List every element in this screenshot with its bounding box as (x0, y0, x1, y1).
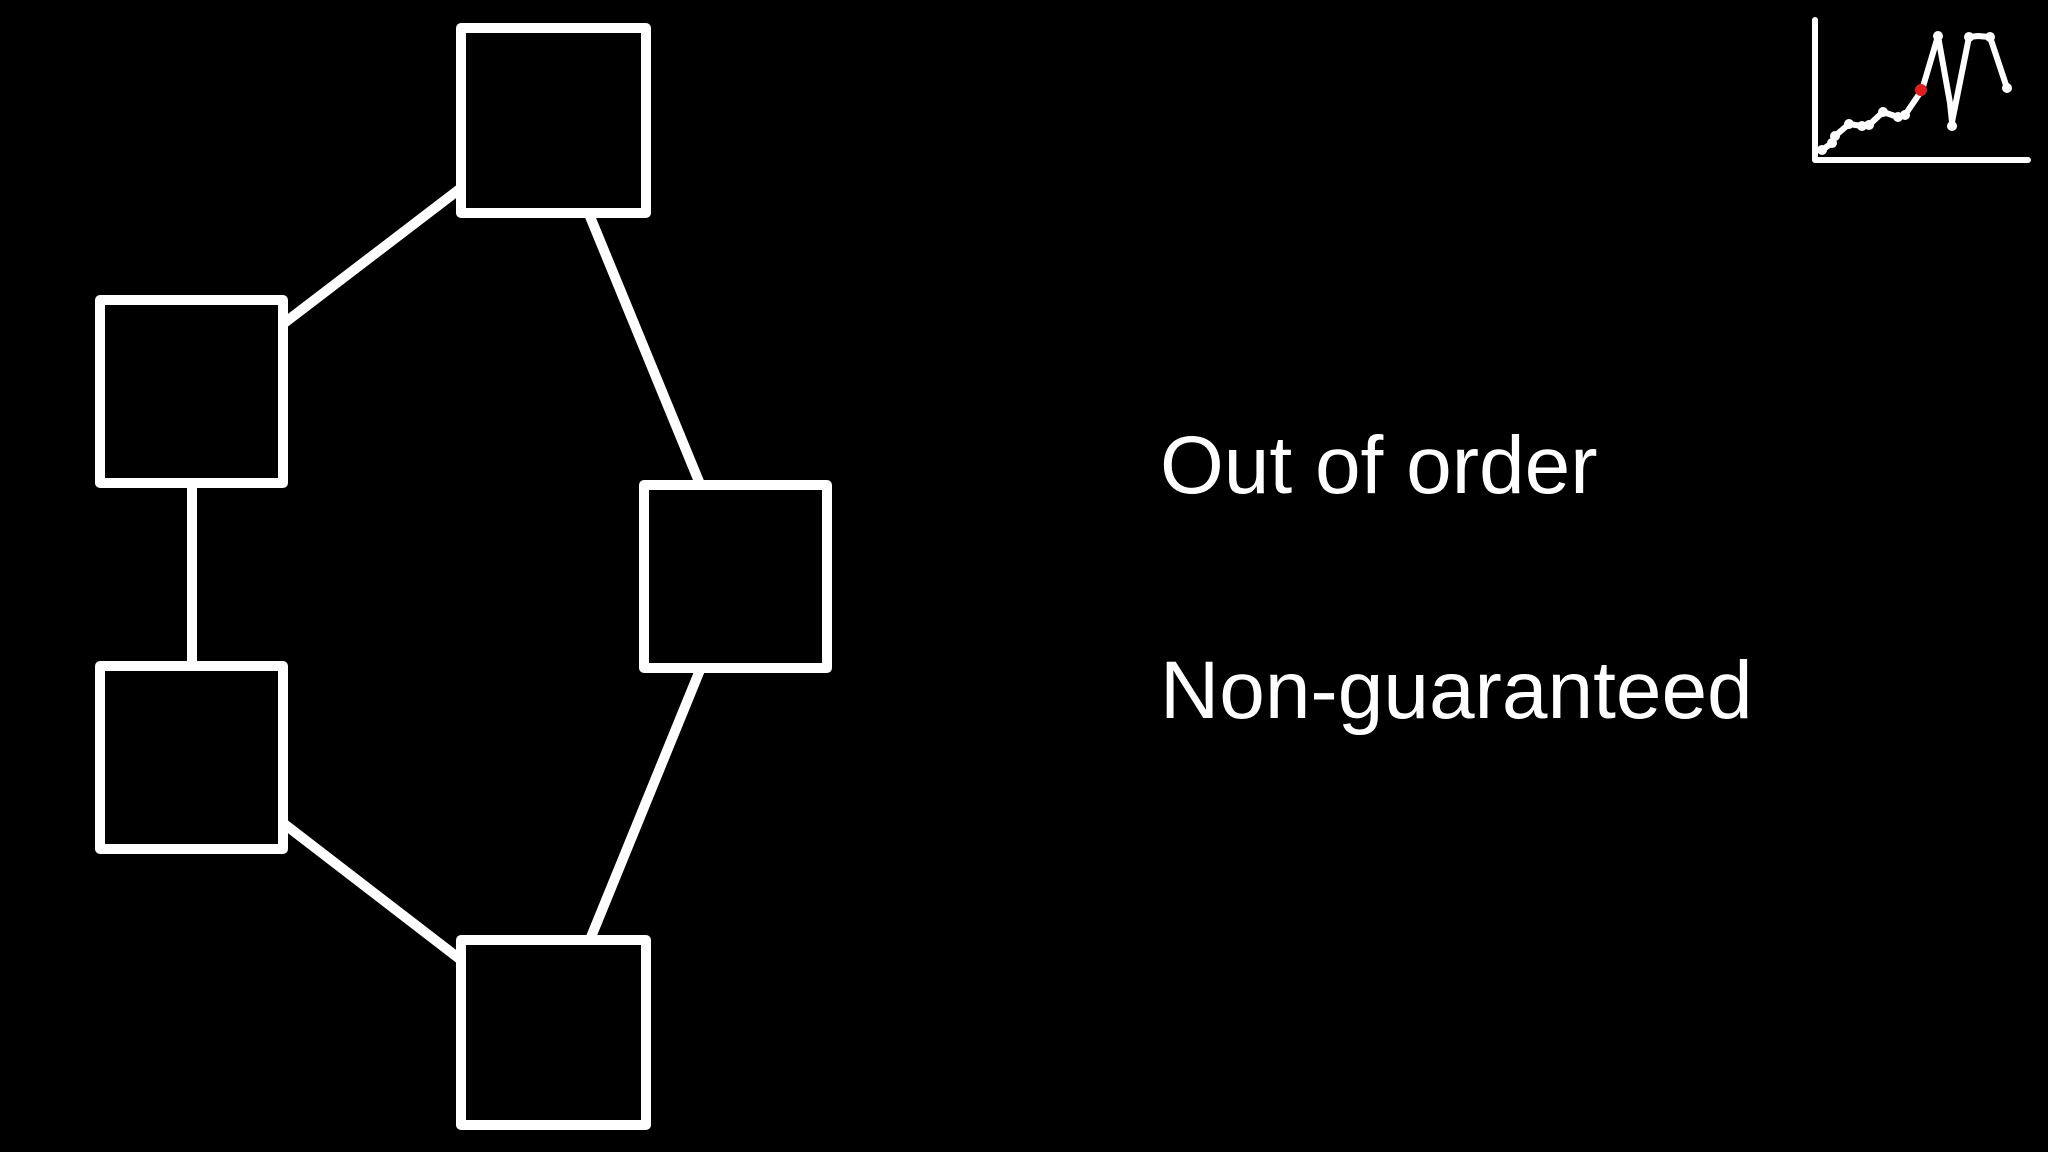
connector-top-to-left-upper (279, 184, 465, 328)
node-left-lower (95, 661, 288, 854)
node-left-upper (95, 295, 288, 488)
connector-left-lower-to-bottom (279, 819, 465, 964)
node-bottom (456, 935, 651, 1130)
node-top (456, 23, 651, 218)
out-of-order-label: Out of order (1160, 420, 1598, 511)
connector-right-to-bottom (584, 668, 705, 944)
connector-top-to-right (584, 212, 705, 486)
non-guaranteed-label: Non-guaranteed (1160, 645, 1753, 736)
line-chart-logo-icon (1812, 17, 2031, 163)
node-right (639, 480, 832, 673)
